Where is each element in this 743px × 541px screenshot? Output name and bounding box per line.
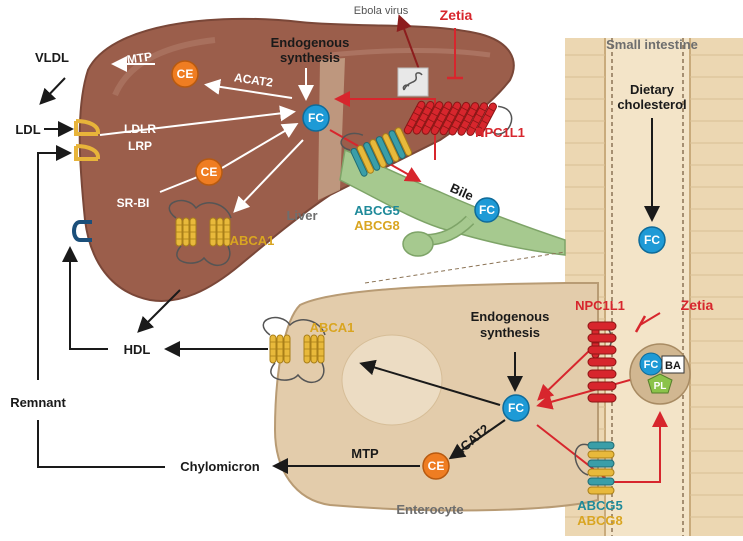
svg-text:FC: FC [479, 203, 495, 217]
zetia-intestine-label: Zetia [681, 297, 714, 313]
svg-text:FC: FC [508, 401, 524, 415]
ebola-virus-label: Ebola virus [354, 5, 409, 17]
enterocyte-label: Enterocyte [396, 502, 463, 517]
abca1-liver-label: ABCA1 [230, 233, 275, 248]
ce-molecule-enterocyte: CE [422, 452, 450, 480]
svg-text:CE: CE [201, 165, 218, 179]
ldl-label: LDL [15, 122, 40, 137]
acat2-liver-label: ACAT2 [233, 70, 274, 89]
npc1l1-transporter-liver [403, 100, 513, 137]
hdl-label: HDL [124, 342, 151, 357]
srbi-receptor [72, 220, 92, 242]
srbi-label: SR-BI [117, 196, 150, 210]
micelle: FC BA PL [639, 352, 685, 394]
abcg5-liver-label: ABCG5 [354, 203, 400, 218]
synthesis-liver-label: synthesis [280, 50, 340, 65]
svg-text:CE: CE [428, 459, 445, 473]
zetia-top-label: Zetia [440, 7, 473, 23]
cholesterol-label: cholesterol [617, 97, 686, 112]
abcg8-liver-label: ABCG8 [354, 218, 400, 233]
liver-label: Liver [286, 208, 317, 223]
fc-molecule-intestine: FC [638, 226, 666, 254]
npc1l1-liver-label: NPC1L1 [475, 125, 525, 140]
ldlr-label: LDLR [124, 122, 156, 136]
npc1l1-transporter-intestine [587, 321, 617, 403]
abcg8-intestine-label: ABCG8 [577, 513, 623, 528]
abca1-transporter-intestine [262, 316, 326, 384]
lrp-label: LRP [128, 139, 152, 153]
abcg5-abcg8-transporter-liver [340, 127, 413, 177]
svg-text:FC: FC [308, 111, 324, 125]
mtp-liver-label: MTP [126, 49, 153, 66]
svg-text:FC: FC [644, 359, 659, 371]
small-intestine-label: Small intestine [606, 37, 698, 52]
fc-molecule-liver: FC [302, 104, 330, 132]
enterocyte [273, 251, 691, 512]
chylomicron-label: Chylomicron [180, 459, 260, 474]
ce-molecule-liver-mid: CE [195, 158, 223, 186]
ldl-receptors [74, 119, 100, 161]
fc-molecule-bile: FC [474, 197, 500, 223]
svg-text:FC: FC [644, 233, 660, 247]
mtp-intestine-label: MTP [351, 446, 379, 461]
svg-text:PL: PL [654, 381, 667, 392]
ce-molecule-liver-top: CE [171, 60, 199, 88]
abca1-transporter-liver [168, 199, 232, 267]
fc-molecule-enterocyte: FC [502, 394, 530, 422]
bile-duct [339, 148, 566, 257]
vldl-label: VLDL [35, 50, 69, 65]
remnant-label: Remnant [10, 395, 66, 410]
abcg5-abcg8-transporter-intestine [574, 441, 615, 495]
synthesis-intestine-label: synthesis [480, 325, 540, 340]
npc1l1-intestine-label: NPC1L1 [575, 298, 625, 313]
svg-text:BA: BA [665, 360, 681, 372]
abcg5-intestine-label: ABCG5 [577, 498, 623, 513]
endogenous-intestine-label: Endogenous [471, 309, 550, 324]
dietary-label: Dietary [630, 82, 675, 97]
endogenous-liver-label: Endogenous [271, 35, 350, 50]
abca1-intestine-label: ABCA1 [310, 320, 355, 335]
svg-text:CE: CE [177, 67, 194, 81]
ebola-virus-icon [397, 67, 429, 97]
